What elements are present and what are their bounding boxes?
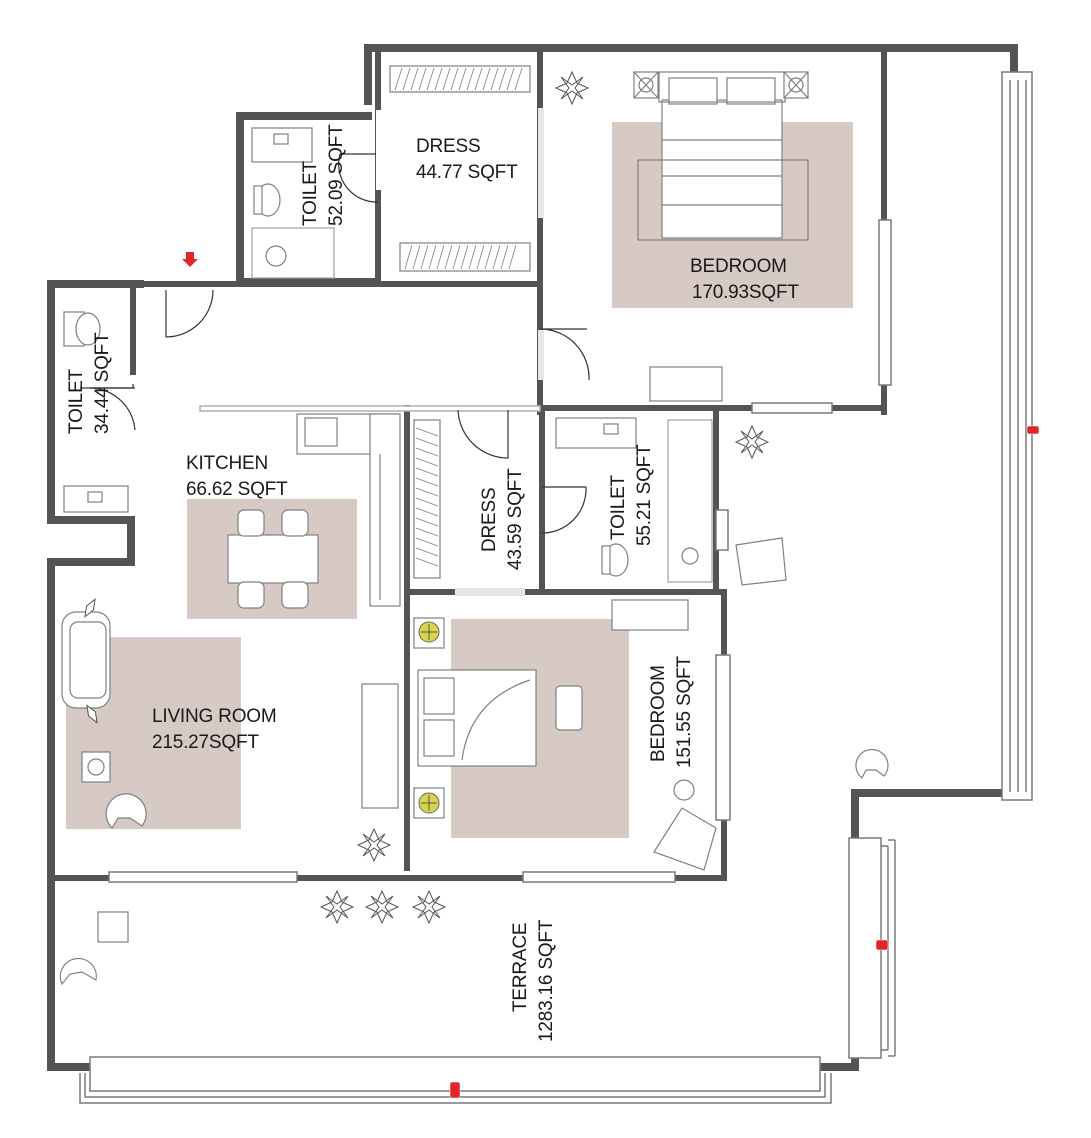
dining-chair-1 <box>237 509 265 537</box>
living-window-2 <box>522 871 676 883</box>
room-label-toilet-mid: TOILET 55.21 SQFT <box>606 445 658 547</box>
bedroom2-armchair <box>653 807 717 871</box>
entry-door <box>165 289 214 338</box>
room-area: 44.77 SQFT <box>416 162 518 183</box>
terrace-chair <box>59 957 97 986</box>
window-marker-icon <box>449 425 1040 1099</box>
room-name: LIVING ROOM <box>152 706 277 727</box>
bedroom2-window-right <box>715 654 731 821</box>
room-label-toilet-left: TOILET 34.44 SQFT <box>64 333 116 435</box>
entry-arrow-icon <box>182 252 198 267</box>
door-gap-master <box>538 330 544 380</box>
dress-mid-door <box>457 409 509 459</box>
doors <box>80 108 590 596</box>
room-label-kitchen: KITCHEN 66.62 SQFT <box>186 451 288 503</box>
outer-wall-west <box>47 280 144 1071</box>
toilet-top-shower <box>251 227 335 279</box>
room-area: 1283.16 SQFT <box>536 919 557 1042</box>
door-gap-dress <box>376 110 382 190</box>
lamp-icon <box>418 621 440 814</box>
room-label-bedroom-2: BEDROOM 151.55 SQFT <box>646 656 698 768</box>
bedroom2-bench <box>555 685 583 731</box>
room-area: 34.44 SQFT <box>92 332 113 435</box>
room-name: DRESS <box>416 136 481 157</box>
kitchen-window <box>199 405 541 412</box>
living-window-1 <box>108 871 298 883</box>
toilet-top-door <box>338 153 379 203</box>
room-name: KITCHEN <box>186 453 268 474</box>
room-label-dress-mid: DRESS 43.59 SQFT <box>477 469 529 571</box>
terrace-table <box>97 911 129 943</box>
dining-chair-2 <box>281 509 309 537</box>
door-gap-bedroom2 <box>455 588 525 596</box>
rug-inner <box>637 159 809 241</box>
toilet-mid-shower <box>667 419 713 583</box>
room-name: BEDROOM <box>690 256 787 277</box>
toilet-left-door-2 <box>89 387 136 431</box>
terrace-chair-2 <box>855 748 889 779</box>
armchair-living <box>105 793 147 829</box>
dining-chair-3 <box>237 581 265 609</box>
dining-table <box>227 534 319 584</box>
right-glazing-outer <box>1001 71 1033 801</box>
furniture <box>59 65 889 986</box>
toilet-mid-door <box>541 486 587 534</box>
outer-wall-left <box>236 112 372 285</box>
room-label-toilet-top: TOILET 52.09 SQFT <box>298 125 350 227</box>
master-door <box>539 328 590 381</box>
room-label-dress-top: DRESS 44.77 SQFT <box>416 134 518 186</box>
room-label-terrace: TERRACE 1283.16 SQFT <box>508 920 560 1042</box>
room-name: DRESS <box>479 487 500 552</box>
master-window-bottom <box>751 402 833 414</box>
room-area: 43.59 SQFT <box>505 468 526 571</box>
master-bed <box>661 99 783 239</box>
sofa <box>61 611 111 709</box>
bedroom2-desk <box>611 599 689 631</box>
toilet-mid-window <box>715 509 729 551</box>
room-label-master-bedroom: BEDROOM 170.93SQFT <box>690 254 799 306</box>
room-name: TOILET <box>300 161 321 226</box>
kitchen-counter-side <box>369 413 401 607</box>
toilet-mid-vanity <box>555 417 637 449</box>
room-area: 52.09 SQFT <box>326 124 347 227</box>
master-desk <box>649 366 723 402</box>
toilet-left-vanity <box>63 485 129 513</box>
plant-icon <box>84 70 770 925</box>
master-window-right <box>878 219 892 386</box>
right-step-glazing <box>848 837 882 1059</box>
tv-unit <box>361 683 399 809</box>
room-name: TOILET <box>608 475 629 540</box>
room-area: 66.62 SQFT <box>186 479 288 500</box>
side-table <box>81 751 111 783</box>
dining-chair-4 <box>281 581 309 609</box>
room-area: 55.21 SQFT <box>634 444 655 547</box>
room-area: 151.55 SQFT <box>674 656 695 768</box>
door-gap-dress-right <box>538 108 544 218</box>
lounge-chair <box>735 537 787 586</box>
room-label-living-room: LIVING ROOM 215.27SQFT <box>152 704 277 756</box>
room-name: BEDROOM <box>648 665 669 762</box>
room-name: TOILET <box>66 369 87 434</box>
room-area: 215.27SQFT <box>152 732 259 753</box>
room-name: TERRACE <box>510 922 531 1012</box>
room-area: 170.93SQFT <box>692 282 799 303</box>
